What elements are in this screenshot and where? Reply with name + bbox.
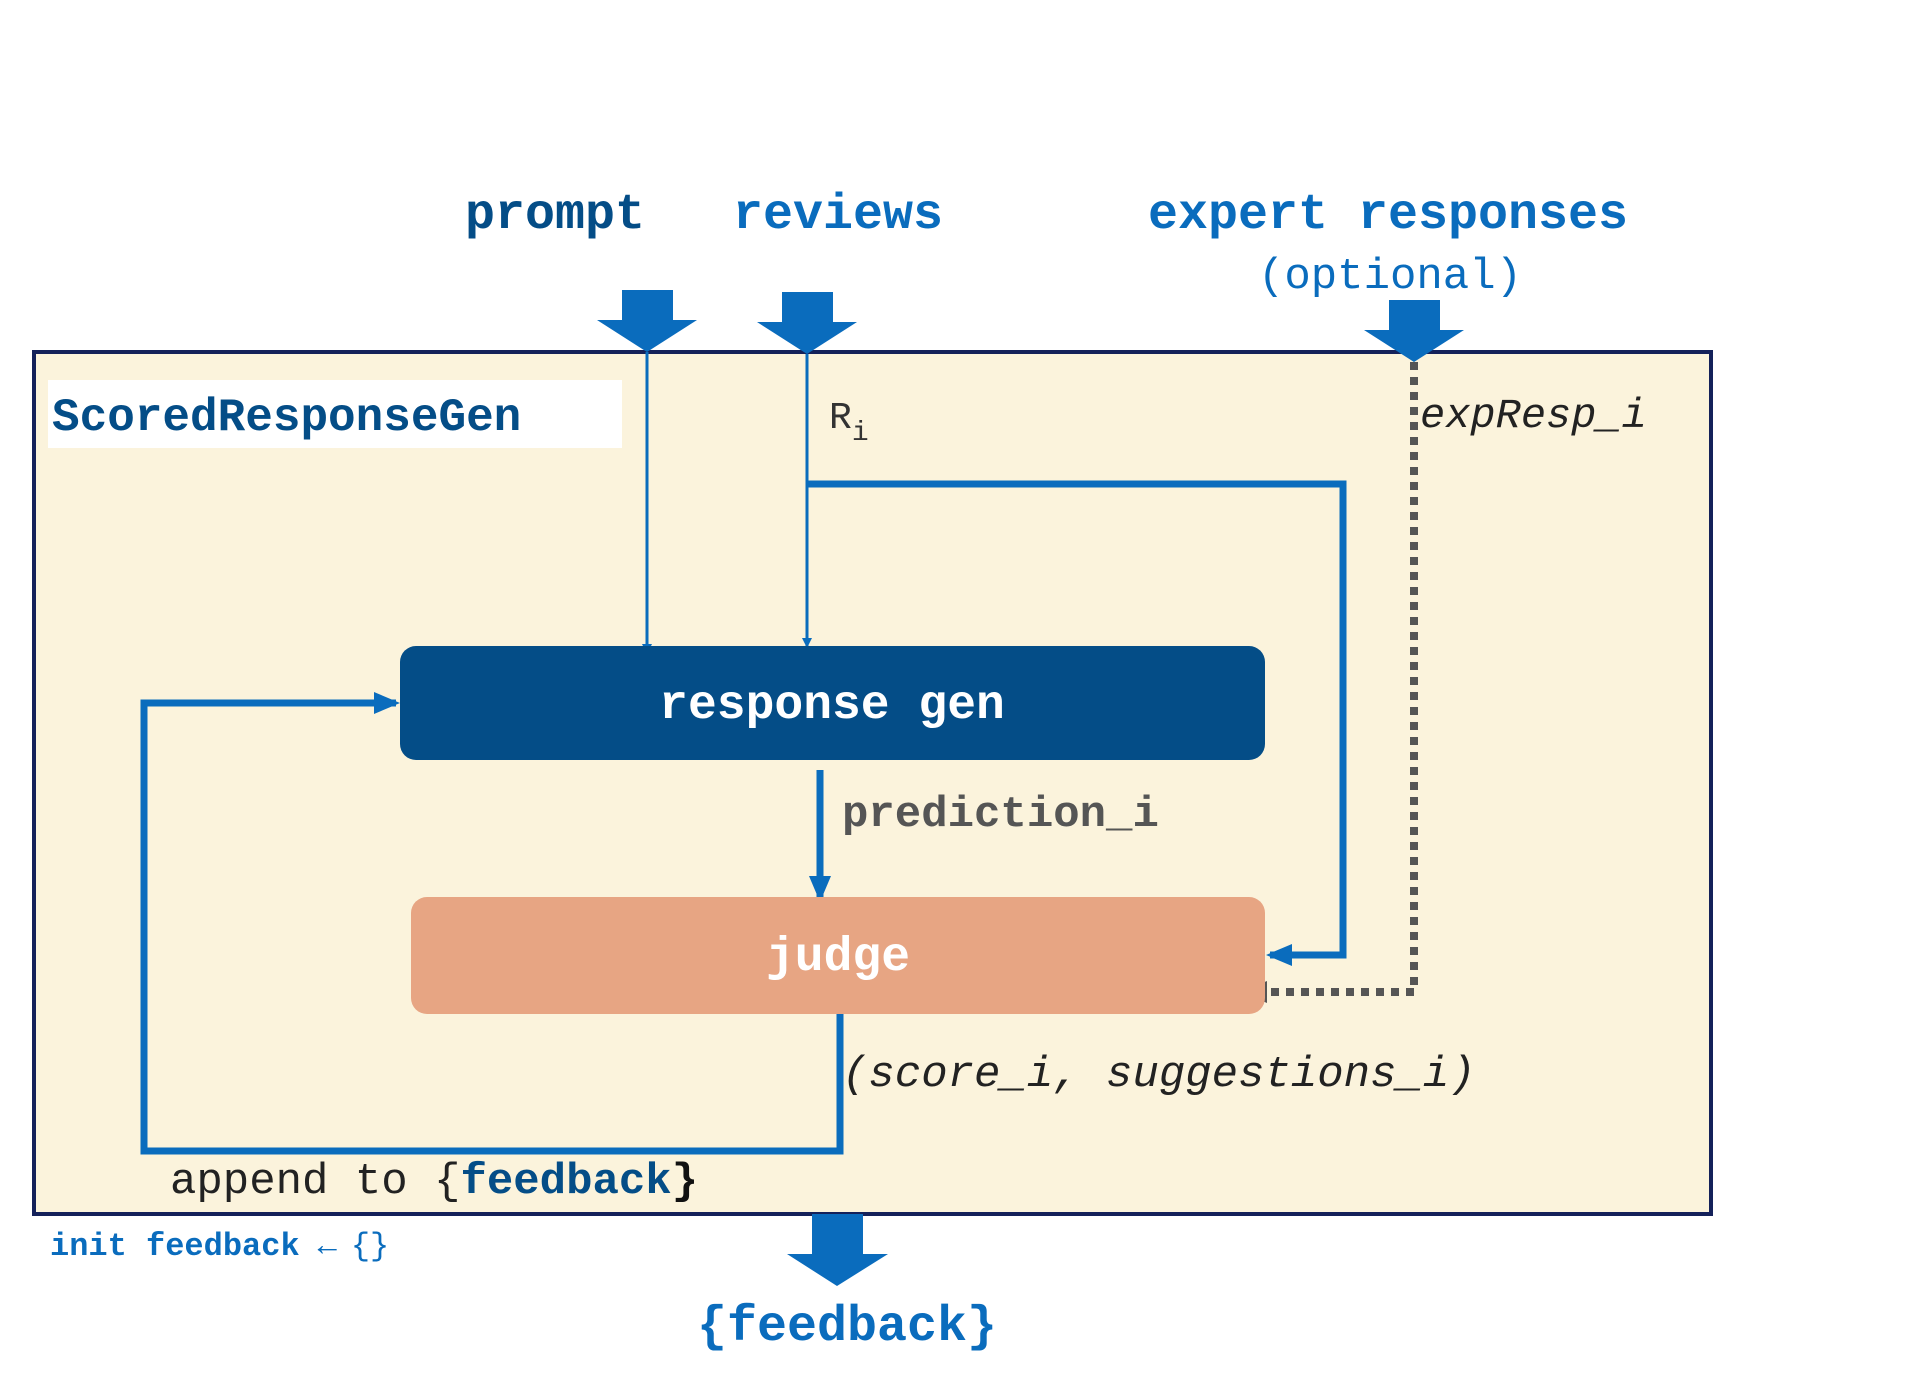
judge-output-label: (score_i, suggestions_i) xyxy=(842,1050,1476,1100)
judge-node xyxy=(411,897,1265,1014)
prediction-label: prediction_i xyxy=(842,790,1159,840)
reviews-var-label: Ri xyxy=(829,397,869,449)
prompt-input-arrow xyxy=(597,290,697,352)
optional-label: (optional) xyxy=(1258,252,1522,302)
append-label: append to {feedback} xyxy=(170,1157,698,1207)
reviews-to-judge-line xyxy=(807,480,1347,966)
expert-var-label: expResp_i xyxy=(1420,392,1647,440)
expert-input-arrow xyxy=(1364,300,1464,362)
expert-to-judge-line xyxy=(1241,362,1418,1003)
prompt-label: prompt xyxy=(465,187,645,244)
reviews-input-arrow xyxy=(757,292,857,354)
response-gen-label: response gen xyxy=(659,679,1005,733)
reviews-label: reviews xyxy=(733,187,943,244)
init-feedback-label: init feedback←{} xyxy=(50,1228,389,1265)
output-arrow xyxy=(787,1214,888,1286)
expert-responses-label: expert responses xyxy=(1148,187,1628,244)
module-title-bg xyxy=(48,380,622,448)
output-feedback-label: {feedback} xyxy=(697,1299,997,1356)
response-gen-node xyxy=(400,646,1265,760)
module-title: ScoredResponseGen xyxy=(52,392,521,444)
module-box xyxy=(32,350,1713,1216)
feedback-loop-line xyxy=(140,692,844,1155)
judge-label: judge xyxy=(766,931,910,985)
